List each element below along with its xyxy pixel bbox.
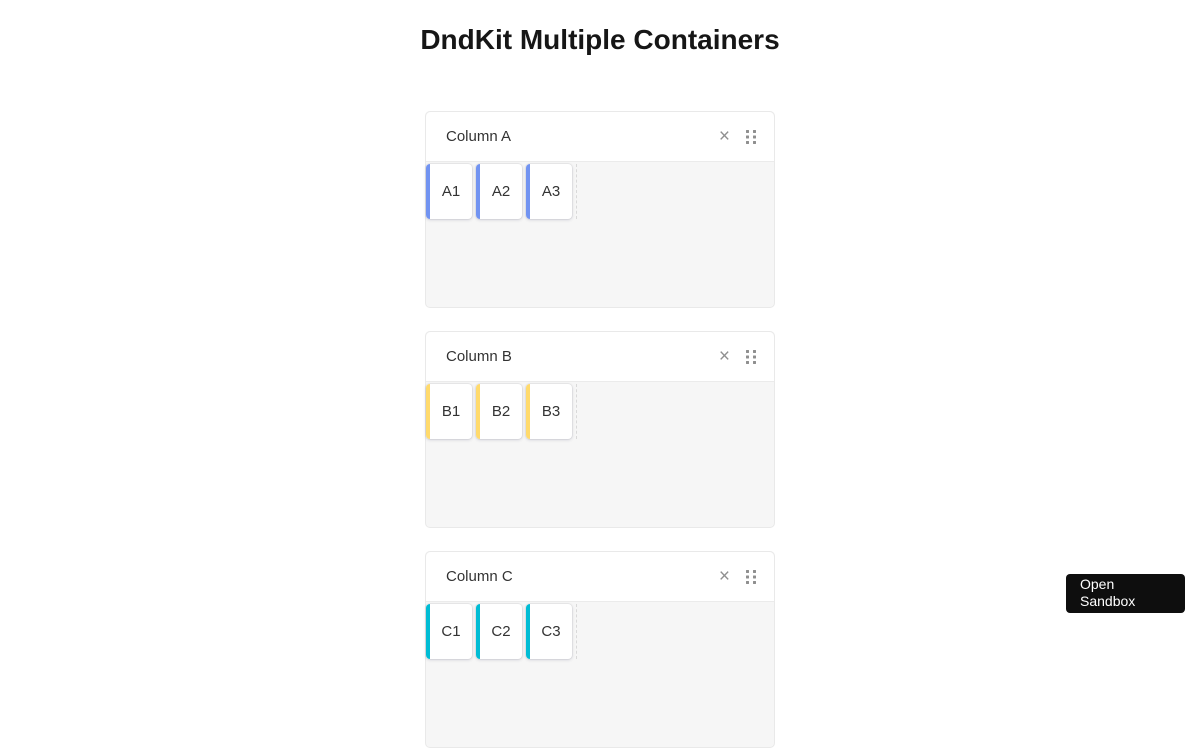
items-row: B1 B2 B3 bbox=[426, 384, 774, 439]
remove-column-button[interactable]: × bbox=[719, 570, 730, 584]
column-header-b: Column B × bbox=[426, 332, 774, 382]
column-container-a: Column A × A1 bbox=[425, 111, 775, 308]
sortable-item[interactable]: A3 bbox=[526, 164, 572, 219]
remove-column-button[interactable]: × bbox=[719, 130, 730, 144]
column-title: Column B bbox=[446, 348, 719, 365]
sortable-item[interactable]: C3 bbox=[526, 604, 572, 659]
item-accent-stripe bbox=[526, 384, 530, 439]
column-drag-handle[interactable] bbox=[746, 570, 756, 584]
item-label: B2 bbox=[492, 403, 510, 420]
item-label: A3 bbox=[542, 183, 560, 200]
sortable-item[interactable]: A2 bbox=[476, 164, 522, 219]
column-container-c: Column C × C1 bbox=[425, 551, 775, 748]
item-accent-stripe bbox=[526, 604, 530, 659]
column-header-a: Column A × bbox=[426, 112, 774, 162]
close-icon: × bbox=[719, 350, 730, 364]
item-accent-stripe bbox=[476, 164, 480, 219]
column-dropzone[interactable]: B1 B2 B3 bbox=[426, 382, 774, 528]
page-title: DndKit Multiple Containers bbox=[0, 24, 1200, 56]
item-accent-stripe bbox=[526, 164, 530, 219]
items-row: A1 A2 A3 bbox=[426, 164, 774, 219]
sortable-item[interactable]: C2 bbox=[476, 604, 522, 659]
drop-placeholder-line bbox=[576, 604, 577, 659]
close-icon: × bbox=[719, 570, 730, 584]
column-container-b: Column B × B1 bbox=[425, 331, 775, 528]
sortable-item[interactable]: B1 bbox=[426, 384, 472, 439]
column-header-actions: × bbox=[719, 130, 756, 144]
column-drag-handle[interactable] bbox=[746, 130, 756, 144]
item-label: A1 bbox=[442, 183, 460, 200]
items-row: C1 C2 C3 bbox=[426, 604, 774, 659]
item-accent-stripe bbox=[426, 384, 430, 439]
drop-placeholder-line bbox=[576, 384, 577, 439]
sortable-item[interactable]: B3 bbox=[526, 384, 572, 439]
open-sandbox-button[interactable]: Open Sandbox bbox=[1066, 574, 1185, 613]
drag-handle-icon bbox=[746, 130, 756, 144]
item-label: C2 bbox=[491, 623, 510, 640]
item-label: C3 bbox=[541, 623, 560, 640]
remove-column-button[interactable]: × bbox=[719, 350, 730, 364]
item-label: B1 bbox=[442, 403, 460, 420]
sortable-item[interactable]: C1 bbox=[426, 604, 472, 659]
column-header-actions: × bbox=[719, 350, 756, 364]
item-accent-stripe bbox=[476, 604, 480, 659]
column-header-actions: × bbox=[719, 570, 756, 584]
drop-placeholder-line bbox=[576, 164, 577, 219]
close-icon: × bbox=[719, 130, 730, 144]
item-label: B3 bbox=[542, 403, 560, 420]
sortable-item[interactable]: A1 bbox=[426, 164, 472, 219]
drag-handle-icon bbox=[746, 350, 756, 364]
item-accent-stripe bbox=[476, 384, 480, 439]
column-title: Column A bbox=[446, 128, 719, 145]
column-title: Column C bbox=[446, 568, 719, 585]
item-label: C1 bbox=[441, 623, 460, 640]
item-accent-stripe bbox=[426, 164, 430, 219]
column-dropzone[interactable]: C1 C2 C3 bbox=[426, 602, 774, 748]
column-header-c: Column C × bbox=[426, 552, 774, 602]
sortable-item[interactable]: B2 bbox=[476, 384, 522, 439]
item-accent-stripe bbox=[426, 604, 430, 659]
columns-board: Column A × A1 bbox=[425, 111, 775, 748]
item-label: A2 bbox=[492, 183, 510, 200]
column-drag-handle[interactable] bbox=[746, 350, 756, 364]
column-dropzone[interactable]: A1 A2 A3 bbox=[426, 162, 774, 308]
drag-handle-icon bbox=[746, 570, 756, 584]
